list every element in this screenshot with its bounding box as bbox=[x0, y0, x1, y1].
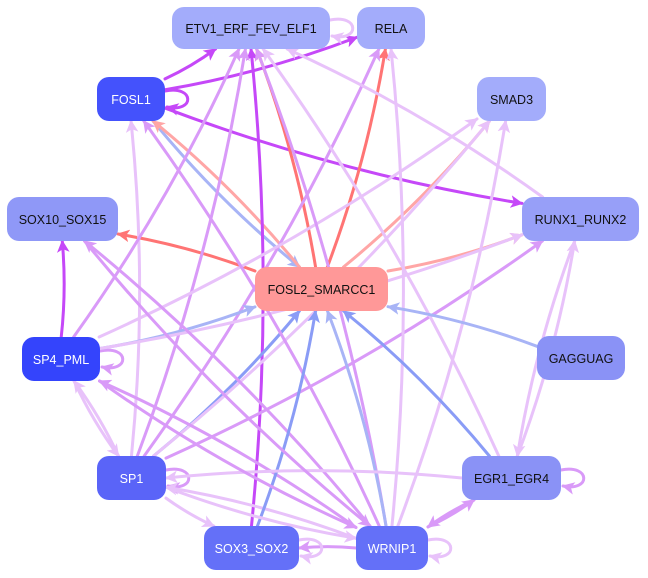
node-sp4-pml[interactable]: SP4_PML bbox=[22, 337, 100, 381]
edge-fosl2-smarcc1-to-rela bbox=[325, 47, 390, 269]
edge-fosl2-smarcc1-to-fosl1 bbox=[151, 119, 301, 269]
node-label-egr1-egr4: EGR1_EGR4 bbox=[474, 472, 549, 486]
node-label-sox3-sox2: SOX3_SOX2 bbox=[215, 542, 289, 556]
edge-wrnip1-to-rela bbox=[385, 47, 405, 528]
edge-fosl1-to-etv1-erf-fev-elf1 bbox=[163, 47, 218, 81]
edge-wrnip1-to-fosl1 bbox=[142, 119, 381, 528]
edge-wrnip1-to-sp4-pml bbox=[98, 379, 358, 529]
edge-sp4-pml-to-smad3 bbox=[97, 117, 479, 339]
edge-fosl1-to-fosl1 bbox=[163, 88, 190, 116]
node-runx1-runx2[interactable]: RUNX1_RUNX2 bbox=[522, 197, 639, 241]
edge-wrnip1-to-wrnip1 bbox=[426, 537, 453, 565]
edge-etv1-erf-fev-elf1-to-etv1-erf-fev-elf1 bbox=[328, 17, 355, 45]
edge-egr1-egr4-to-sp1 bbox=[164, 469, 464, 484]
edge-wrnip1-to-sox3-sox2 bbox=[297, 540, 358, 554]
node-label-rela: RELA bbox=[375, 22, 408, 36]
edge-sp4-pml-to-sox10-sox15 bbox=[56, 239, 70, 339]
node-label-wrnip1: WRNIP1 bbox=[368, 542, 417, 556]
edge-sp1-to-runx1-runx2 bbox=[164, 239, 544, 460]
edge-egr1-egr4-to-fosl2-smarcc1 bbox=[342, 309, 491, 458]
node-label-fosl2-smarcc1: FOSL2_SMARCC1 bbox=[268, 283, 376, 297]
edge-egr1-egr4-to-wrnip1 bbox=[426, 498, 476, 529]
edge-sp4-pml-to-sp1 bbox=[72, 379, 120, 458]
edge-sp1-to-sox3-sox2 bbox=[164, 496, 216, 528]
edge-sox3-sox2-to-sox3-sox2 bbox=[297, 537, 324, 565]
edge-sp4-pml-to-sp4-pml bbox=[98, 348, 125, 376]
edge-gagguag-to-fosl2-smarcc1 bbox=[386, 302, 539, 348]
node-label-etv1-erf-fev-elf1: ETV1_ERF_FEV_ELF1 bbox=[185, 22, 316, 36]
node-label-sox10-sox15: SOX10_SOX15 bbox=[19, 213, 107, 227]
edge-sp4-pml-to-wrnip1 bbox=[98, 379, 358, 529]
node-rela[interactable]: RELA bbox=[357, 7, 425, 49]
nodes-layer: ETV1_ERF_FEV_ELF1 RELA FOSL1 SMAD3 SOX10… bbox=[7, 7, 639, 570]
edge-fosl2-smarcc1-to-runx1-runx2 bbox=[386, 232, 524, 273]
node-fosl1[interactable]: FOSL1 bbox=[97, 77, 165, 121]
node-label-runx1-runx2: RUNX1_RUNX2 bbox=[535, 213, 627, 227]
edge-sp1-to-wrnip1 bbox=[164, 485, 358, 543]
edge-sox3-sox2-to-fosl2-smarcc1 bbox=[255, 309, 320, 528]
node-gagguag[interactable]: GAGGUAG bbox=[537, 336, 625, 380]
edge-egr1-egr4-to-etv1-erf-fev-elf1 bbox=[261, 47, 501, 458]
edge-sp4-pml-to-etv1-erf-fev-elf1 bbox=[72, 47, 241, 339]
edge-sp1-to-rela bbox=[142, 47, 381, 458]
node-egr1-egr4[interactable]: EGR1_EGR4 bbox=[462, 456, 561, 500]
edge-egr1-egr4-to-egr1-egr4 bbox=[559, 467, 586, 495]
edge-sox10-sox15-to-wrnip1 bbox=[83, 239, 372, 528]
node-etv1-erf-fev-elf1[interactable]: ETV1_ERF_FEV_ELF1 bbox=[172, 7, 330, 49]
node-sp1[interactable]: SP1 bbox=[97, 456, 166, 500]
edge-fosl1-to-fosl2-smarcc1 bbox=[151, 119, 301, 269]
node-label-sp4-pml: SP4_PML bbox=[33, 353, 89, 367]
edge-wrnip1-to-fosl2-smarcc1 bbox=[325, 309, 388, 528]
edge-wrnip1-to-smad3 bbox=[396, 119, 511, 528]
node-wrnip1[interactable]: WRNIP1 bbox=[356, 526, 428, 570]
edge-wrnip1-to-sox10-sox15 bbox=[83, 239, 372, 528]
node-label-gagguag: GAGGUAG bbox=[549, 352, 614, 366]
node-label-smad3: SMAD3 bbox=[490, 93, 533, 107]
edge-wrnip1-to-sp1 bbox=[164, 482, 358, 540]
edge-runx1-runx2-to-etv1-erf-fev-elf1 bbox=[285, 47, 545, 199]
node-sox10-sox15[interactable]: SOX10_SOX15 bbox=[7, 197, 118, 241]
edge-sp1-to-etv1-erf-fev-elf1 bbox=[135, 47, 250, 458]
node-sox3-sox2[interactable]: SOX3_SOX2 bbox=[204, 526, 299, 570]
node-fosl2-smarcc1[interactable]: FOSL2_SMARCC1 bbox=[255, 267, 388, 311]
node-label-sp1: SP1 bbox=[120, 472, 144, 486]
node-smad3[interactable]: SMAD3 bbox=[477, 77, 546, 121]
node-label-fosl1: FOSL1 bbox=[111, 93, 151, 107]
